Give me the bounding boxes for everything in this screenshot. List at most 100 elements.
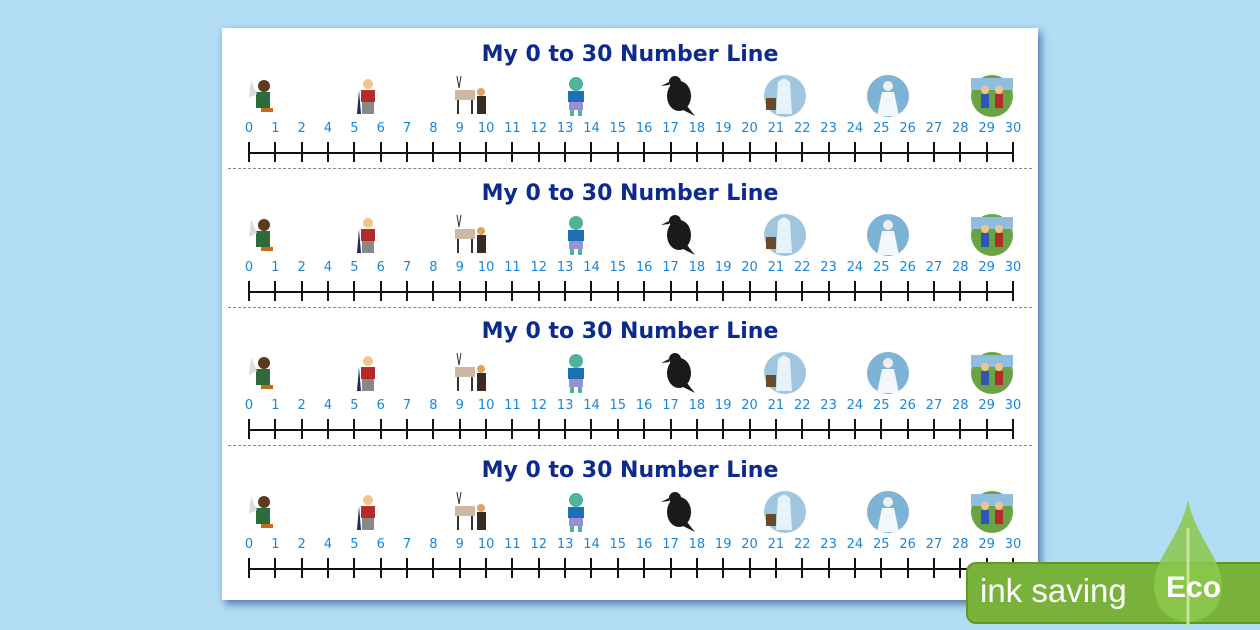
tick-mark [379, 280, 382, 301]
tick-mark [669, 280, 672, 301]
tick-mark [432, 557, 435, 578]
tick-mark [959, 142, 962, 162]
tick-mark [669, 419, 672, 439]
number-label: 16 [635, 398, 653, 413]
number-label: 5 [350, 259, 359, 275]
snow-queen-icon [867, 490, 909, 533]
tick-mark [748, 419, 751, 439]
fairy-icon [249, 218, 273, 251]
tick-mark [959, 280, 962, 301]
snow-queen-icon [867, 213, 909, 256]
number-label: 13 [556, 259, 574, 275]
number-label: 9 [455, 536, 464, 552]
strip-title: My 0 to 30 Number Line [481, 42, 779, 67]
tick-mark [880, 142, 883, 162]
number-label: 8 [429, 536, 438, 552]
leaf-icon [1154, 500, 1222, 628]
tick-mark [327, 280, 330, 301]
tick-mark [458, 419, 461, 439]
tick-mark [643, 419, 646, 439]
number-label: 25 [872, 121, 890, 136]
tick-mark [616, 280, 619, 301]
tick-mark [274, 557, 277, 578]
number-label: 26 [899, 398, 916, 413]
tick-mark [853, 419, 856, 439]
number-label: 23 [820, 121, 837, 136]
number-label: 25 [872, 259, 890, 275]
number-label: 2 [297, 121, 306, 136]
tick-mark [590, 280, 593, 301]
number-label: 1 [271, 121, 280, 136]
troll-icon [568, 215, 584, 255]
number-label: 24 [846, 259, 864, 275]
number-label: 11 [504, 398, 521, 413]
tick-mark [695, 419, 698, 439]
tick-mark [959, 419, 962, 439]
tick-mark [695, 557, 698, 578]
number-label: 5 [350, 398, 359, 413]
tick-mark [511, 557, 514, 578]
fairy-icon [249, 495, 273, 528]
two-children-icon [971, 213, 1013, 256]
tick-mark [643, 142, 646, 162]
number-label: 17 [662, 398, 679, 413]
number-line-axis [249, 429, 1013, 431]
tick-mark [774, 557, 777, 578]
number-line-axis [249, 152, 1013, 154]
tick-mark [248, 142, 250, 162]
number-label: 12 [530, 121, 548, 136]
number-label: 26 [899, 259, 916, 275]
tick-mark [853, 142, 856, 162]
ice-palace-icon [764, 490, 806, 533]
number-label: 30 [1004, 398, 1022, 413]
number-label: 4 [323, 536, 333, 552]
tick-mark [564, 142, 567, 162]
number-label: 13 [556, 398, 574, 413]
number-label: 0 [244, 259, 254, 275]
number-label: 27 [925, 398, 943, 413]
number-label: 1 [271, 536, 280, 552]
number-label: 19 [714, 259, 732, 275]
tick-mark [406, 142, 409, 162]
number-label: 2 [297, 259, 306, 275]
number-label: 0 [244, 398, 254, 413]
tick-mark [774, 419, 777, 439]
tick-mark [458, 142, 461, 162]
number-label: 18 [688, 259, 706, 275]
tick-mark [537, 557, 540, 578]
tick-mark [827, 557, 830, 578]
number-label: 29 [978, 259, 995, 275]
tick-mark [353, 419, 356, 439]
number-line-axis [249, 290, 1013, 293]
tick-mark [774, 280, 777, 301]
tick-mark [379, 142, 382, 162]
number-label: 18 [688, 398, 706, 413]
tick-mark [906, 142, 909, 162]
tick-mark [327, 142, 330, 162]
cut-line [228, 168, 1032, 169]
tick-mark [406, 419, 409, 439]
number-label: 30 [1004, 259, 1022, 275]
number-label: 26 [899, 121, 916, 136]
number-label: 21 [767, 259, 785, 275]
number-label: 10 [477, 121, 495, 136]
tick-mark [643, 557, 646, 578]
tick-mark [748, 142, 751, 162]
reindeer-and-girl-icon [455, 75, 486, 114]
tick-mark [985, 419, 988, 439]
reindeer-and-girl-icon [455, 352, 486, 391]
number-label: 23 [820, 259, 837, 275]
raven-icon [661, 491, 695, 532]
number-label: 11 [504, 121, 521, 136]
tick-mark [485, 419, 488, 439]
tick-mark [432, 142, 435, 162]
number-label: 5 [350, 121, 359, 136]
number-label: 0 [244, 121, 254, 136]
tick-mark [537, 280, 540, 301]
tick-mark [695, 280, 698, 301]
fairy-icon [249, 80, 273, 112]
tick-mark [406, 557, 409, 578]
number-label: 24 [846, 121, 864, 136]
tick-mark [827, 142, 830, 162]
